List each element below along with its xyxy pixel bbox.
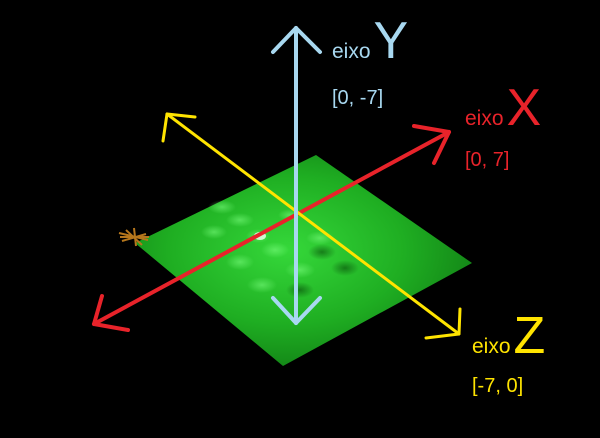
y-axis-label: eixoY bbox=[332, 15, 408, 67]
y-axis-word: eixo bbox=[332, 40, 371, 63]
small-object-icon bbox=[118, 227, 149, 247]
x-axis-range: [0, 7] bbox=[465, 149, 510, 171]
x-axis-arrow bbox=[92, 124, 451, 332]
y-axis-range: [0, -7] bbox=[332, 87, 384, 109]
x-axis-letter: X bbox=[506, 79, 542, 137]
x-axis-word: eixo bbox=[465, 107, 504, 130]
y-axis-letter: Y bbox=[373, 12, 409, 70]
y-axis-arrow bbox=[271, 26, 322, 325]
z-axis-word: eixo bbox=[472, 335, 511, 358]
z-axis-label: eixoZ bbox=[472, 310, 545, 362]
z-axis-arrow bbox=[161, 112, 462, 340]
z-axis-letter: Z bbox=[513, 307, 546, 365]
green-plane bbox=[135, 155, 472, 366]
z-axis-range: [-7, 0] bbox=[472, 375, 524, 397]
x-axis-label: eixoX bbox=[465, 82, 541, 134]
